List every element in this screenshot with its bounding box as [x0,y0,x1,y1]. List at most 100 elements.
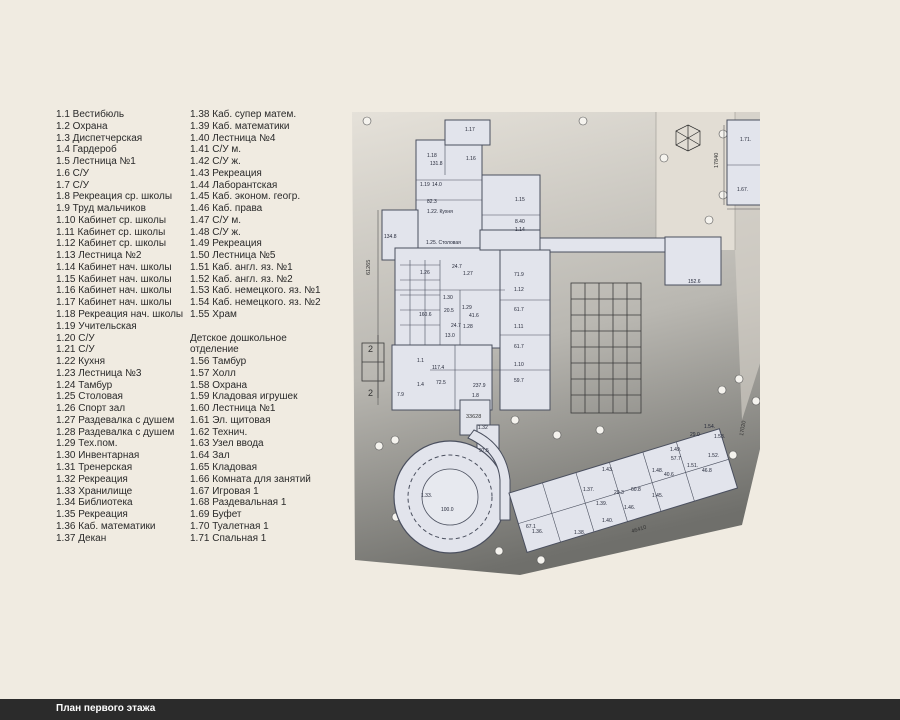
legend-item: 1.59 Кладовая игрушек [190,391,298,403]
legend-item: 1.19 Учительская [56,320,137,332]
legend-item: 1.12 Кабинет ср. школы [56,238,167,250]
dimension-label: 17840 [714,153,720,168]
room-label: 1.52. [708,453,719,459]
legend-item: 1.37 Декан [56,532,107,544]
legend-item: 1.51 Каб. англ. яз. №1 [190,261,293,273]
room-label: 1.8 [472,393,479,399]
legend-item: 1.54 Каб. немецкого. яз. №2 [190,297,321,309]
legend-item: 1.21 С/У [56,344,95,356]
angled-wing [508,428,739,553]
dimension-label: 46410 [631,525,647,535]
legend-item: 1.49 Рекреация [190,238,262,250]
legend-item: 1.39 Каб. математики [190,120,290,132]
legend-item: 1.40 Лестница №4 [190,132,276,144]
room-label: 1.27 [463,271,473,277]
room-label: 41.6 [469,313,479,319]
legend-item: 1.16 Кабинет нач. школы [56,285,172,297]
legend-item: 1.36 Каб. математики [56,520,156,532]
room-label: 1.51. [687,463,698,469]
room-label: 1.10 [514,362,524,368]
room-label: 1.54. [704,424,715,430]
legend-item: 1.10 Кабинет ср. школы [56,214,167,226]
room-label: 117.4 [432,365,444,371]
room-label: 1.12 [514,287,524,293]
legend-item: 1.5 Лестница №1 [56,156,136,168]
legend-item: 1.53 Каб. немецкого. яз. №1 [190,285,321,297]
legend-item: 1.61 Эл. щитовая [190,414,271,426]
legend-item: 1.15 Кабинет нач. школы [56,273,172,285]
legend-item: 1.64 Зал [190,450,230,462]
room-label: 46.8 [702,468,712,474]
legend-column-2: 1.38 Каб. супер матем.1.39 Каб. математи… [190,109,321,544]
legend-item: 1.7 С/У [56,179,90,191]
legend-item: 1.46 Каб. права [190,203,263,215]
legend-item: 1.42 С/У ж. [190,156,241,168]
legend-item: 1.62 Технич. [190,426,248,438]
main-building [381,119,722,506]
legend-item: 1.60 Лестница №1 [190,403,276,415]
room-label: 1.36. [532,529,543,535]
legend-item: 1.17 Кабинет нач. школы [56,297,172,309]
legend-item: 1.3 Диспетчерская [56,132,143,144]
legend-item: 1.45 Каб. эконом. геогр. [190,191,301,203]
legend-item: 1.70 Туалетная 1 [190,520,269,532]
floor-plan: 61265336281784021000464101702022 1.171.1… [352,112,760,575]
section-mark-label: 2 [368,344,373,354]
legend-item: 1.35 Рекреация [56,509,128,521]
room-label: 237.9 [473,383,486,389]
room-label: 131.8 [430,161,443,167]
room-label: 67.1 [526,524,536,530]
legend-item: 1.6 С/У [56,167,90,179]
legend-spacer [190,321,321,333]
room-label: 1.32 [478,425,488,431]
room-label: 1.26 [420,270,430,276]
room-label: 82.3 [427,199,437,205]
connector-corridor [467,429,511,521]
legend-item: 1.14 Кабинет нач. школы [56,261,172,273]
room-label: 61.7 [514,344,524,350]
legend-item: 1.65 Кладовая [190,461,258,473]
legend-item: 1.18 Рекреация нач. школы [56,309,184,321]
room-label: 20.3 [614,490,624,496]
legend-item: 1.38 Каб. супер матем. [190,109,297,120]
legend-item: 1.11 Кабинет ср. школы [56,226,166,238]
legend-item: 1.66 Комната для занятий [190,473,311,485]
legend-item: 1.48 С/У ж. [190,226,241,238]
legend-item: 1.30 Инвентарная [56,450,140,462]
room-label: 1.19 [420,182,430,188]
legend-item: 1.27 Раздевалка с душем [56,414,175,426]
legend-item: 1.63 Узел ввода [190,438,264,450]
room-label: 1.37. [583,487,594,493]
legend-item: 1.20 С/У [56,332,95,344]
dimension-lines [377,125,760,405]
room-label: 1.46. [624,505,635,511]
legend-item: 1.25 Столовая [56,391,123,403]
kindergarten-block [726,119,760,206]
room-label: 1.40. [602,518,613,524]
trees [675,124,701,152]
room-label: 14.0 [432,182,442,188]
legend-item: 1.4 Гардероб [56,144,117,156]
dimension-label: 61265 [366,260,372,275]
room-label: 60.8 [631,487,641,493]
room-label: 8.40 [515,219,525,225]
room-label: 152.6 [688,279,701,285]
legend-item: 1.52 Каб. англ. яз. №2 [190,273,293,285]
room-label: 1.22. Кухня [427,209,453,215]
room-label: 57.7 [671,456,681,462]
room-label: 1.14 [515,227,525,233]
room-label: 1.28 [463,324,473,330]
courtyard-grid [570,282,642,414]
room-label: 40.6 [664,472,674,478]
room-label: 72.5 [436,380,446,386]
room-label: 100.0 [441,507,454,513]
legend-item: 1.34 Библиотека [56,497,133,509]
legend-item: 1.8 Рекреация ср. школы [56,191,173,203]
footer-bar: План первого этажа [0,699,900,720]
legend-item: 1.41 С/У м. [190,144,242,156]
room-label: 24.7 [452,264,462,270]
room-label: 20.5 [444,308,454,314]
room-label: 29.0 [690,432,700,438]
legend-item: 1.28 Раздевалка с душем [56,426,175,438]
